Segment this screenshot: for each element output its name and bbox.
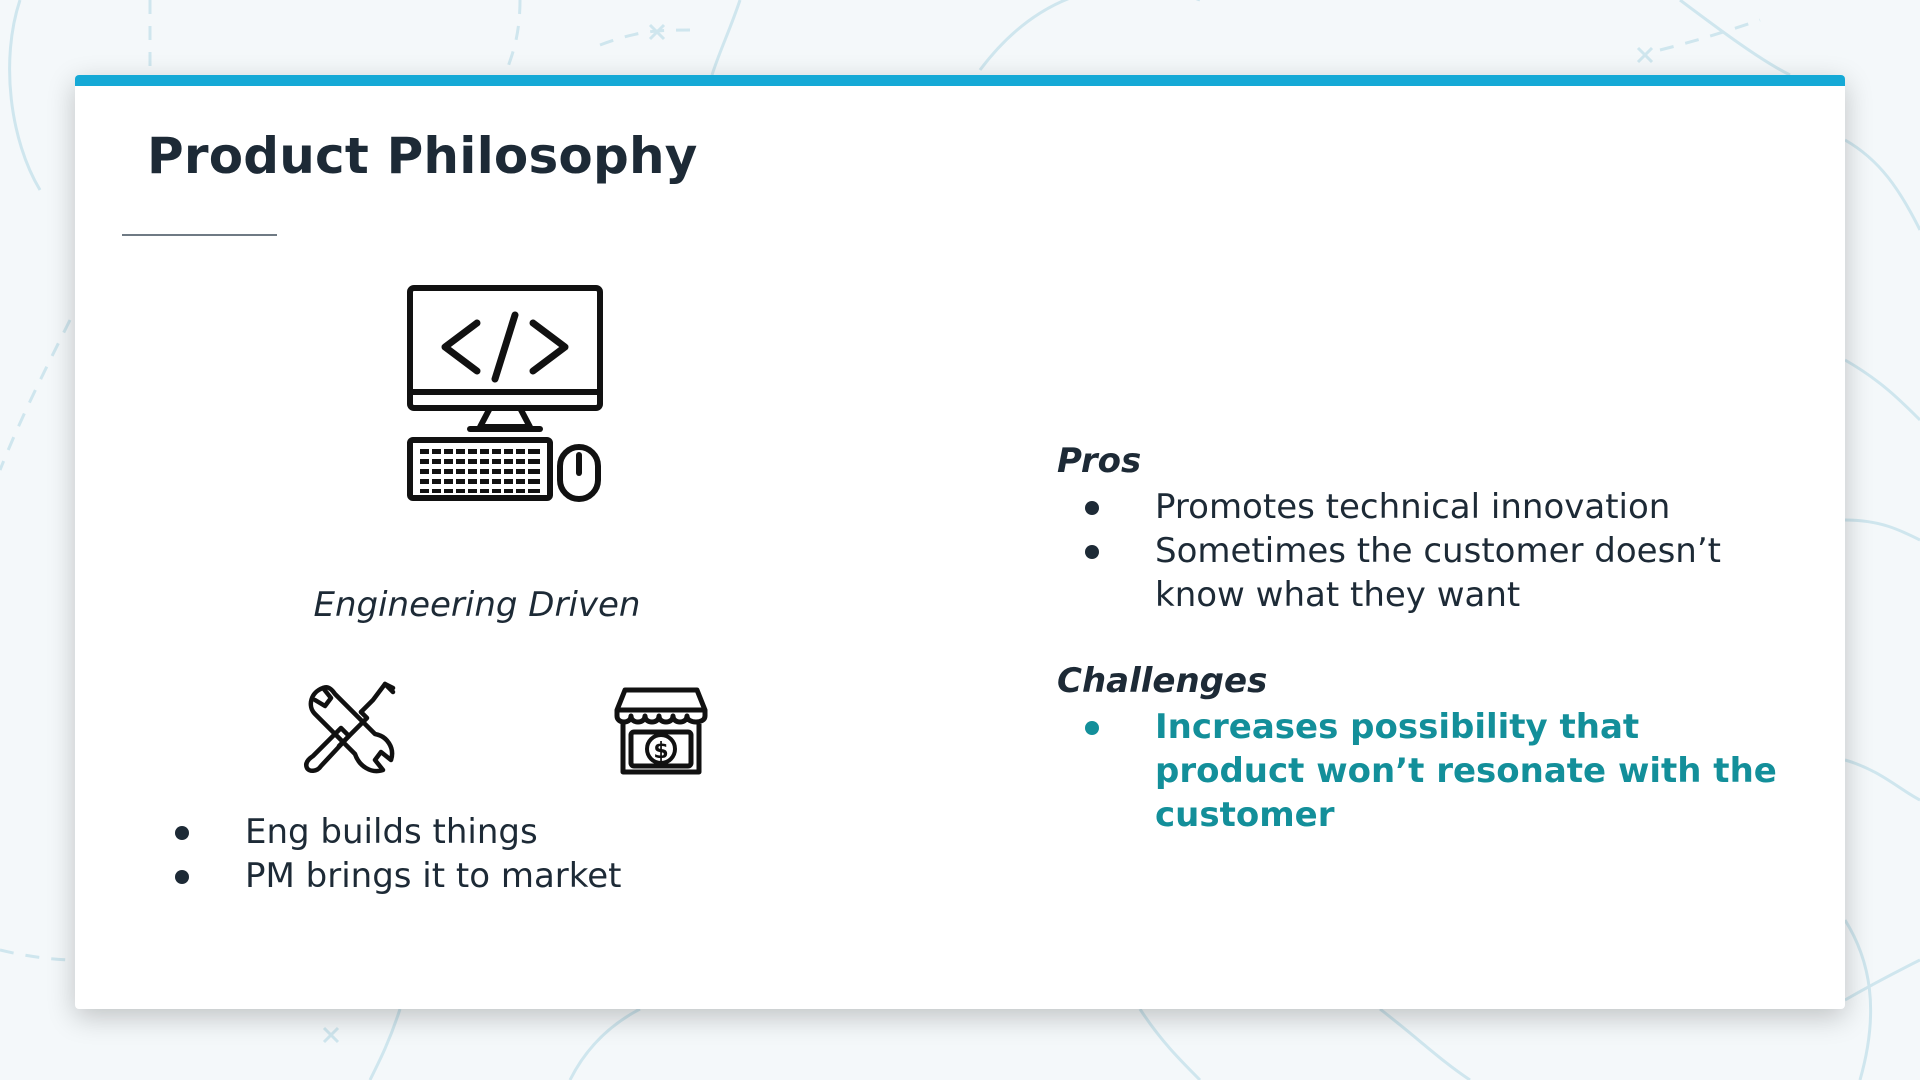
list-item: Increases possibility that product won’t… <box>1085 705 1785 837</box>
engineering-driven-caption: Engineering Driven <box>313 585 641 625</box>
store-dollar-icon: $ <box>611 680 711 780</box>
challenges-bullets: Increases possibility that product won’t… <box>1085 705 1785 837</box>
list-item: Promotes technical innovation <box>1085 485 1785 529</box>
slide-accent-bar <box>75 75 1845 86</box>
bullet-dot <box>1085 545 1099 559</box>
bullet-text: Promotes technical innovation <box>1155 487 1671 527</box>
engineering-bullets: Eng builds things PM brings it to market <box>175 810 622 898</box>
pros-heading: Pros <box>1057 441 1142 481</box>
bullet-text: Sometimes the customer doesn’t know what… <box>1155 531 1721 615</box>
slide-title: Product Philosophy <box>147 127 698 185</box>
slide-card: Product Philosophy <box>75 75 1845 1009</box>
bullet-dot <box>175 826 189 840</box>
list-item: Eng builds things <box>175 810 622 854</box>
computer-code-icon <box>405 265 605 505</box>
bullet-text: PM brings it to market <box>245 856 622 896</box>
title-underline <box>122 234 277 236</box>
bullet-dot <box>1085 721 1099 735</box>
bullet-dot <box>175 870 189 884</box>
tools-icon <box>301 680 401 780</box>
list-item: Sometimes the customer doesn’t know what… <box>1085 529 1785 617</box>
bullet-text: Eng builds things <box>245 812 538 852</box>
pros-bullets: Promotes technical innovation Sometimes … <box>1085 485 1785 617</box>
bullet-text: Increases possibility that product won’t… <box>1155 707 1777 835</box>
list-item: PM brings it to market <box>175 854 622 898</box>
bullet-dot <box>1085 501 1099 515</box>
challenges-heading: Challenges <box>1057 661 1268 701</box>
svg-text:$: $ <box>653 739 668 764</box>
